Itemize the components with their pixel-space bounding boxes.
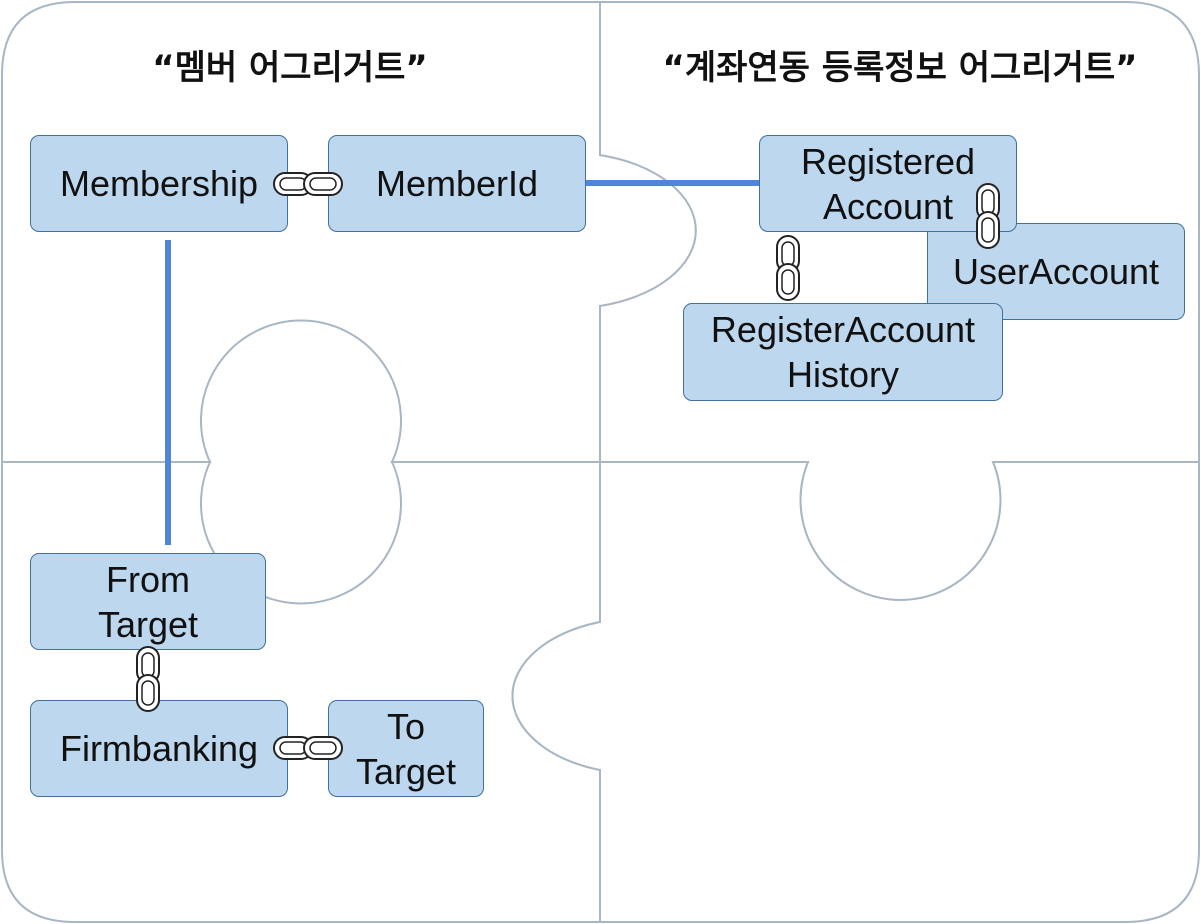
puzzle-piece-bottom-right	[511, 461, 1200, 923]
registered-account-label-line2: Account	[822, 185, 954, 227]
from-target-box: From Target	[30, 553, 266, 650]
to-target-label-line1: To	[386, 705, 426, 747]
from-target-label-line1: From	[106, 558, 190, 600]
chain-link-icon	[136, 646, 160, 712]
firmbanking-label: Firmbanking	[59, 728, 259, 769]
to-target-box: To Target	[328, 700, 484, 797]
membership-box: Membership	[30, 135, 288, 232]
chain-link-icon	[273, 736, 343, 760]
registered-account-label-line1: Registered	[800, 140, 976, 182]
chain-link-icon	[273, 172, 343, 196]
puzzle-piece-bottom-left	[1, 461, 601, 923]
from-target-label-line2: Target	[97, 603, 199, 645]
memberid-box: MemberId	[328, 135, 586, 232]
registered-account-box: Registered Account	[759, 135, 1017, 232]
register-account-history-box: RegisterAccount History	[683, 303, 1003, 401]
right-aggregate-title: “계좌연동 등록정보 어그리거트”	[662, 48, 1138, 88]
chain-link-icon	[776, 235, 800, 301]
history-label-line2: History	[786, 354, 899, 395]
to-target-label-line2: Target	[355, 750, 457, 792]
firmbanking-box: Firmbanking	[30, 700, 288, 797]
left-aggregate-title: “멤버 어그리거트”	[152, 48, 428, 88]
chain-link-icon	[976, 183, 1000, 249]
membership-label: Membership	[59, 163, 259, 204]
history-label-line1: RegisterAccount	[710, 309, 976, 350]
useraccount-label: UserAccount	[952, 251, 1160, 292]
memberid-label: MemberId	[375, 163, 539, 204]
